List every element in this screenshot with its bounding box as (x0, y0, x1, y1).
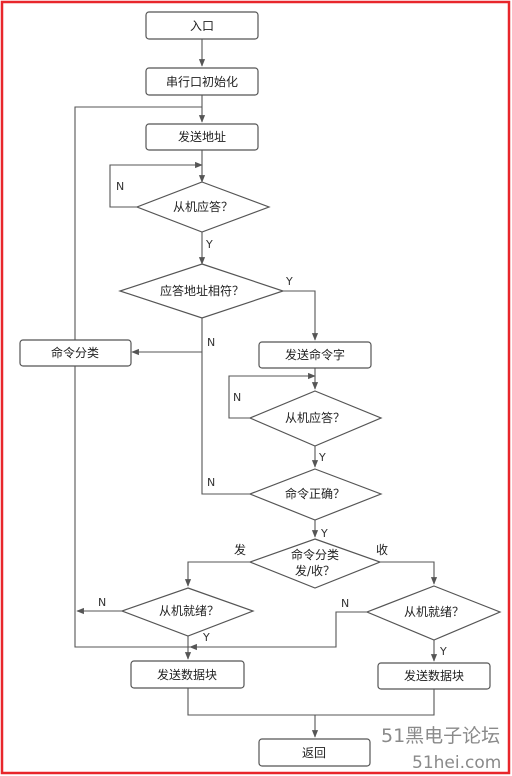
node-send-data-block-right: 发送数据块 (377, 662, 491, 690)
slave-ready-right-label: 从机就绪？ (404, 605, 464, 619)
watermark-line2: 51hei.com (412, 753, 501, 773)
node-send-data-block-left: 发送数据块 (130, 660, 245, 689)
node-slave-ack-2: 从机应答？ (248, 390, 383, 447)
connectors (74, 39, 438, 738)
y-ack1-label: Y (205, 238, 213, 251)
n-ready-right-label: N (341, 597, 349, 610)
watermark-line1: 51黑电子论坛 (381, 725, 500, 747)
command-classify-box-label: 命令分类 (51, 345, 99, 360)
y-correct-label: Y (320, 527, 328, 540)
send-command-word-label: 发送命令字 (285, 347, 345, 362)
node-command-classify-box: 命令分类 (19, 339, 132, 367)
send-address-label: 发送地址 (178, 129, 226, 144)
node-entry: 入口 (145, 11, 259, 40)
n-ready-left-label: N (98, 596, 106, 609)
y-ready-right-label: Y (439, 645, 447, 658)
node-slave-ack-1: 从机应答？ (135, 181, 271, 233)
command-classify-line1: 命令分类 (291, 547, 339, 562)
slave-ack-1-label: 从机应答？ (173, 199, 233, 214)
node-send-command-word: 发送命令字 (258, 341, 372, 369)
node-return: 返回 (258, 738, 371, 767)
receive-branch-label: 收 (376, 543, 388, 557)
slave-ack-2-label: 从机应答？ (285, 410, 345, 425)
node-command-correct: 命令正确？ (248, 468, 383, 521)
edge-labels: N Y Y N N Y N Y 发 收 N Y N Y (98, 180, 447, 658)
y-ack2-label: Y (318, 451, 326, 464)
watermark: 51黑电子论坛 51hei.com (381, 725, 501, 773)
command-classify-line2: 发/收？ (295, 563, 335, 578)
return-label: 返回 (302, 746, 326, 760)
node-send-address: 发送地址 (145, 123, 259, 151)
ack-address-match-label: 应答地址相符？ (160, 283, 244, 298)
node-ack-address-match: 应答地址相符？ (118, 263, 285, 319)
send-data-block-right-label: 发送数据块 (404, 668, 464, 683)
y-match-label: Y (285, 275, 293, 288)
y-ready-left-label: Y (202, 631, 210, 644)
node-slave-ready-left: 从机就绪？ (120, 587, 255, 637)
init-serial-label: 串行口初始化 (166, 75, 238, 89)
slave-ready-left-label: 从机就绪？ (159, 604, 219, 618)
n-ack1-label: N (116, 180, 124, 193)
node-slave-ready-right: 从机就绪？ (365, 585, 502, 641)
n-correct-label: N (207, 476, 215, 489)
n-match-label: N (207, 336, 215, 349)
node-command-classify-decision: 命令分类 发/收？ (248, 538, 382, 589)
send-branch-label: 发 (234, 542, 246, 557)
n-ack2-label: N (233, 391, 241, 404)
node-init-serial: 串行口初始化 (145, 67, 259, 96)
command-correct-label: 命令正确？ (285, 486, 345, 501)
entry-label: 入口 (190, 19, 214, 33)
send-data-block-left-label: 发送数据块 (157, 667, 217, 682)
